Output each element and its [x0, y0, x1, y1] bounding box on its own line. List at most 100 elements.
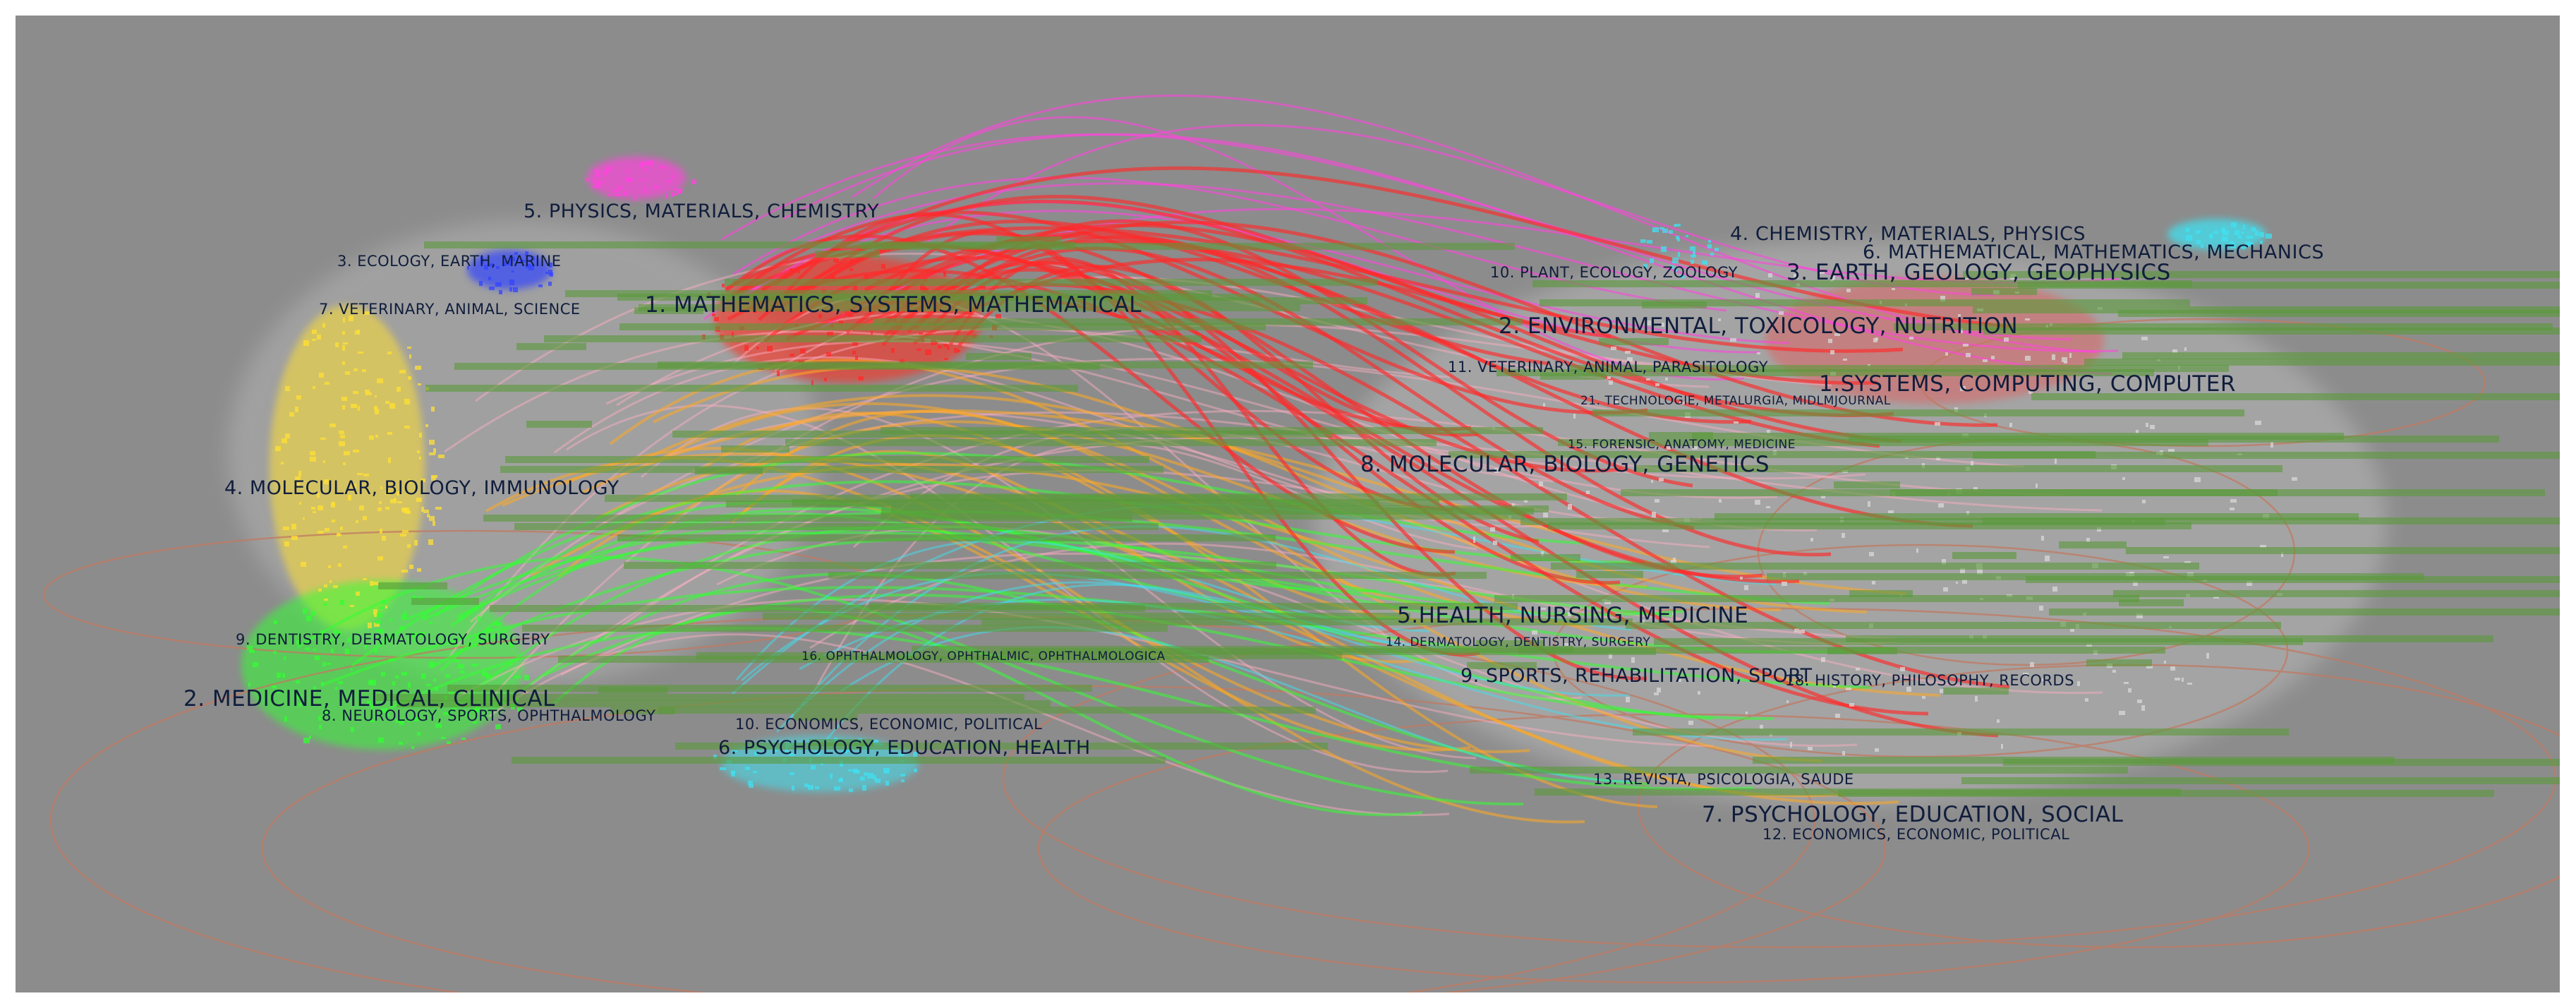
journal-node — [409, 354, 411, 359]
journal-node — [431, 407, 435, 412]
journal-node — [285, 386, 290, 391]
journal-node — [1966, 353, 1971, 357]
journal-node — [1922, 696, 1925, 699]
journal-node — [295, 407, 298, 412]
journal-node — [1670, 265, 1674, 269]
journal-node — [1659, 478, 1664, 481]
journal-node — [297, 483, 300, 488]
right-label-chemistry: 4. CHEMISTRY, MATERIALS, PHYSICS — [1730, 223, 2086, 245]
journal-node — [274, 620, 277, 624]
journal-marker — [1568, 365, 2229, 372]
journal-node — [318, 505, 323, 510]
journal-node — [435, 687, 438, 691]
journal-node — [756, 347, 759, 349]
journal-node — [1611, 347, 1616, 350]
journal-node — [961, 287, 963, 292]
journal-node — [404, 426, 410, 428]
journal-node — [357, 330, 360, 333]
journal-node — [595, 183, 600, 188]
journal-marker — [2122, 352, 2560, 359]
journal-node — [473, 721, 477, 724]
journal-node — [830, 774, 833, 779]
journal-node — [520, 260, 526, 263]
journal-node — [1872, 581, 1875, 584]
journal-marker — [610, 707, 675, 714]
journal-node — [349, 316, 353, 321]
journal-node — [471, 644, 477, 647]
journal-node — [472, 664, 478, 666]
journal-node — [340, 600, 344, 605]
journal-node — [338, 681, 343, 684]
journal-node — [430, 621, 433, 624]
journal-node — [454, 659, 459, 662]
journal-node — [790, 354, 794, 356]
journal-node — [318, 716, 321, 721]
journal-node — [377, 508, 382, 511]
journal-node — [364, 311, 370, 315]
journal-node — [1661, 246, 1667, 252]
journal-node — [291, 536, 298, 540]
journal-node — [296, 680, 300, 683]
journal-node — [1655, 499, 1659, 503]
journal-node — [289, 412, 294, 416]
journal-node — [804, 784, 809, 787]
journal-node — [1625, 351, 1631, 354]
journal-node — [1652, 512, 1656, 517]
journal-node — [377, 556, 383, 560]
journal-node — [433, 448, 436, 453]
journal-node — [248, 683, 250, 687]
journal-node — [2281, 552, 2283, 557]
journal-node — [1997, 719, 2000, 723]
journal-node — [833, 258, 839, 263]
journal-marker — [2119, 599, 2184, 606]
journal-node — [2243, 224, 2245, 229]
journal-node — [350, 605, 354, 607]
journal-node — [408, 720, 411, 722]
journal-node — [1691, 255, 1696, 258]
journal-node — [1835, 714, 1840, 718]
journal-node — [925, 349, 931, 355]
journal-node — [848, 769, 852, 772]
journal-node — [342, 405, 345, 409]
journal-marker — [794, 714, 858, 721]
journal-node — [1662, 229, 1668, 233]
journal-node — [2025, 318, 2030, 320]
journal-node — [320, 631, 325, 633]
journal-node — [1833, 683, 1836, 688]
journal-node — [1843, 359, 1847, 361]
journal-marker — [505, 456, 1149, 463]
journal-node — [433, 678, 436, 682]
journal-node — [2141, 337, 2148, 340]
journal-marker — [617, 534, 1276, 541]
journal-node — [753, 771, 757, 773]
right-label-technologie: 21. TECHNOLOGIE, METALURGIA, MIDLMJOURNA… — [1580, 394, 1891, 408]
journal-node — [353, 368, 358, 371]
journal-node — [1730, 338, 1736, 342]
journal-node — [416, 498, 422, 502]
journal-node — [2231, 222, 2237, 227]
journal-node — [653, 186, 660, 188]
journal-node — [510, 257, 515, 261]
journal-node — [811, 765, 816, 769]
journal-node — [317, 493, 320, 498]
journal-node — [382, 600, 387, 604]
journal-node — [1958, 314, 1961, 317]
journal-node — [885, 781, 889, 786]
journal-node — [337, 533, 340, 536]
journal-node — [441, 737, 446, 739]
journal-node — [386, 714, 389, 716]
journal-node — [2064, 361, 2067, 364]
journal-node — [343, 342, 348, 344]
journal-node — [414, 540, 418, 546]
journal-marker — [672, 431, 1332, 438]
journal-node — [378, 738, 384, 743]
journal-node — [773, 748, 778, 752]
journal-marker — [1633, 728, 2289, 736]
journal-node — [1971, 461, 1973, 466]
journal-marker — [2059, 541, 2127, 548]
journal-node — [853, 285, 857, 291]
journal-node — [1794, 274, 1798, 279]
journal-node — [2150, 425, 2155, 429]
citation-flow — [651, 402, 1823, 762]
journal-node — [296, 695, 302, 699]
